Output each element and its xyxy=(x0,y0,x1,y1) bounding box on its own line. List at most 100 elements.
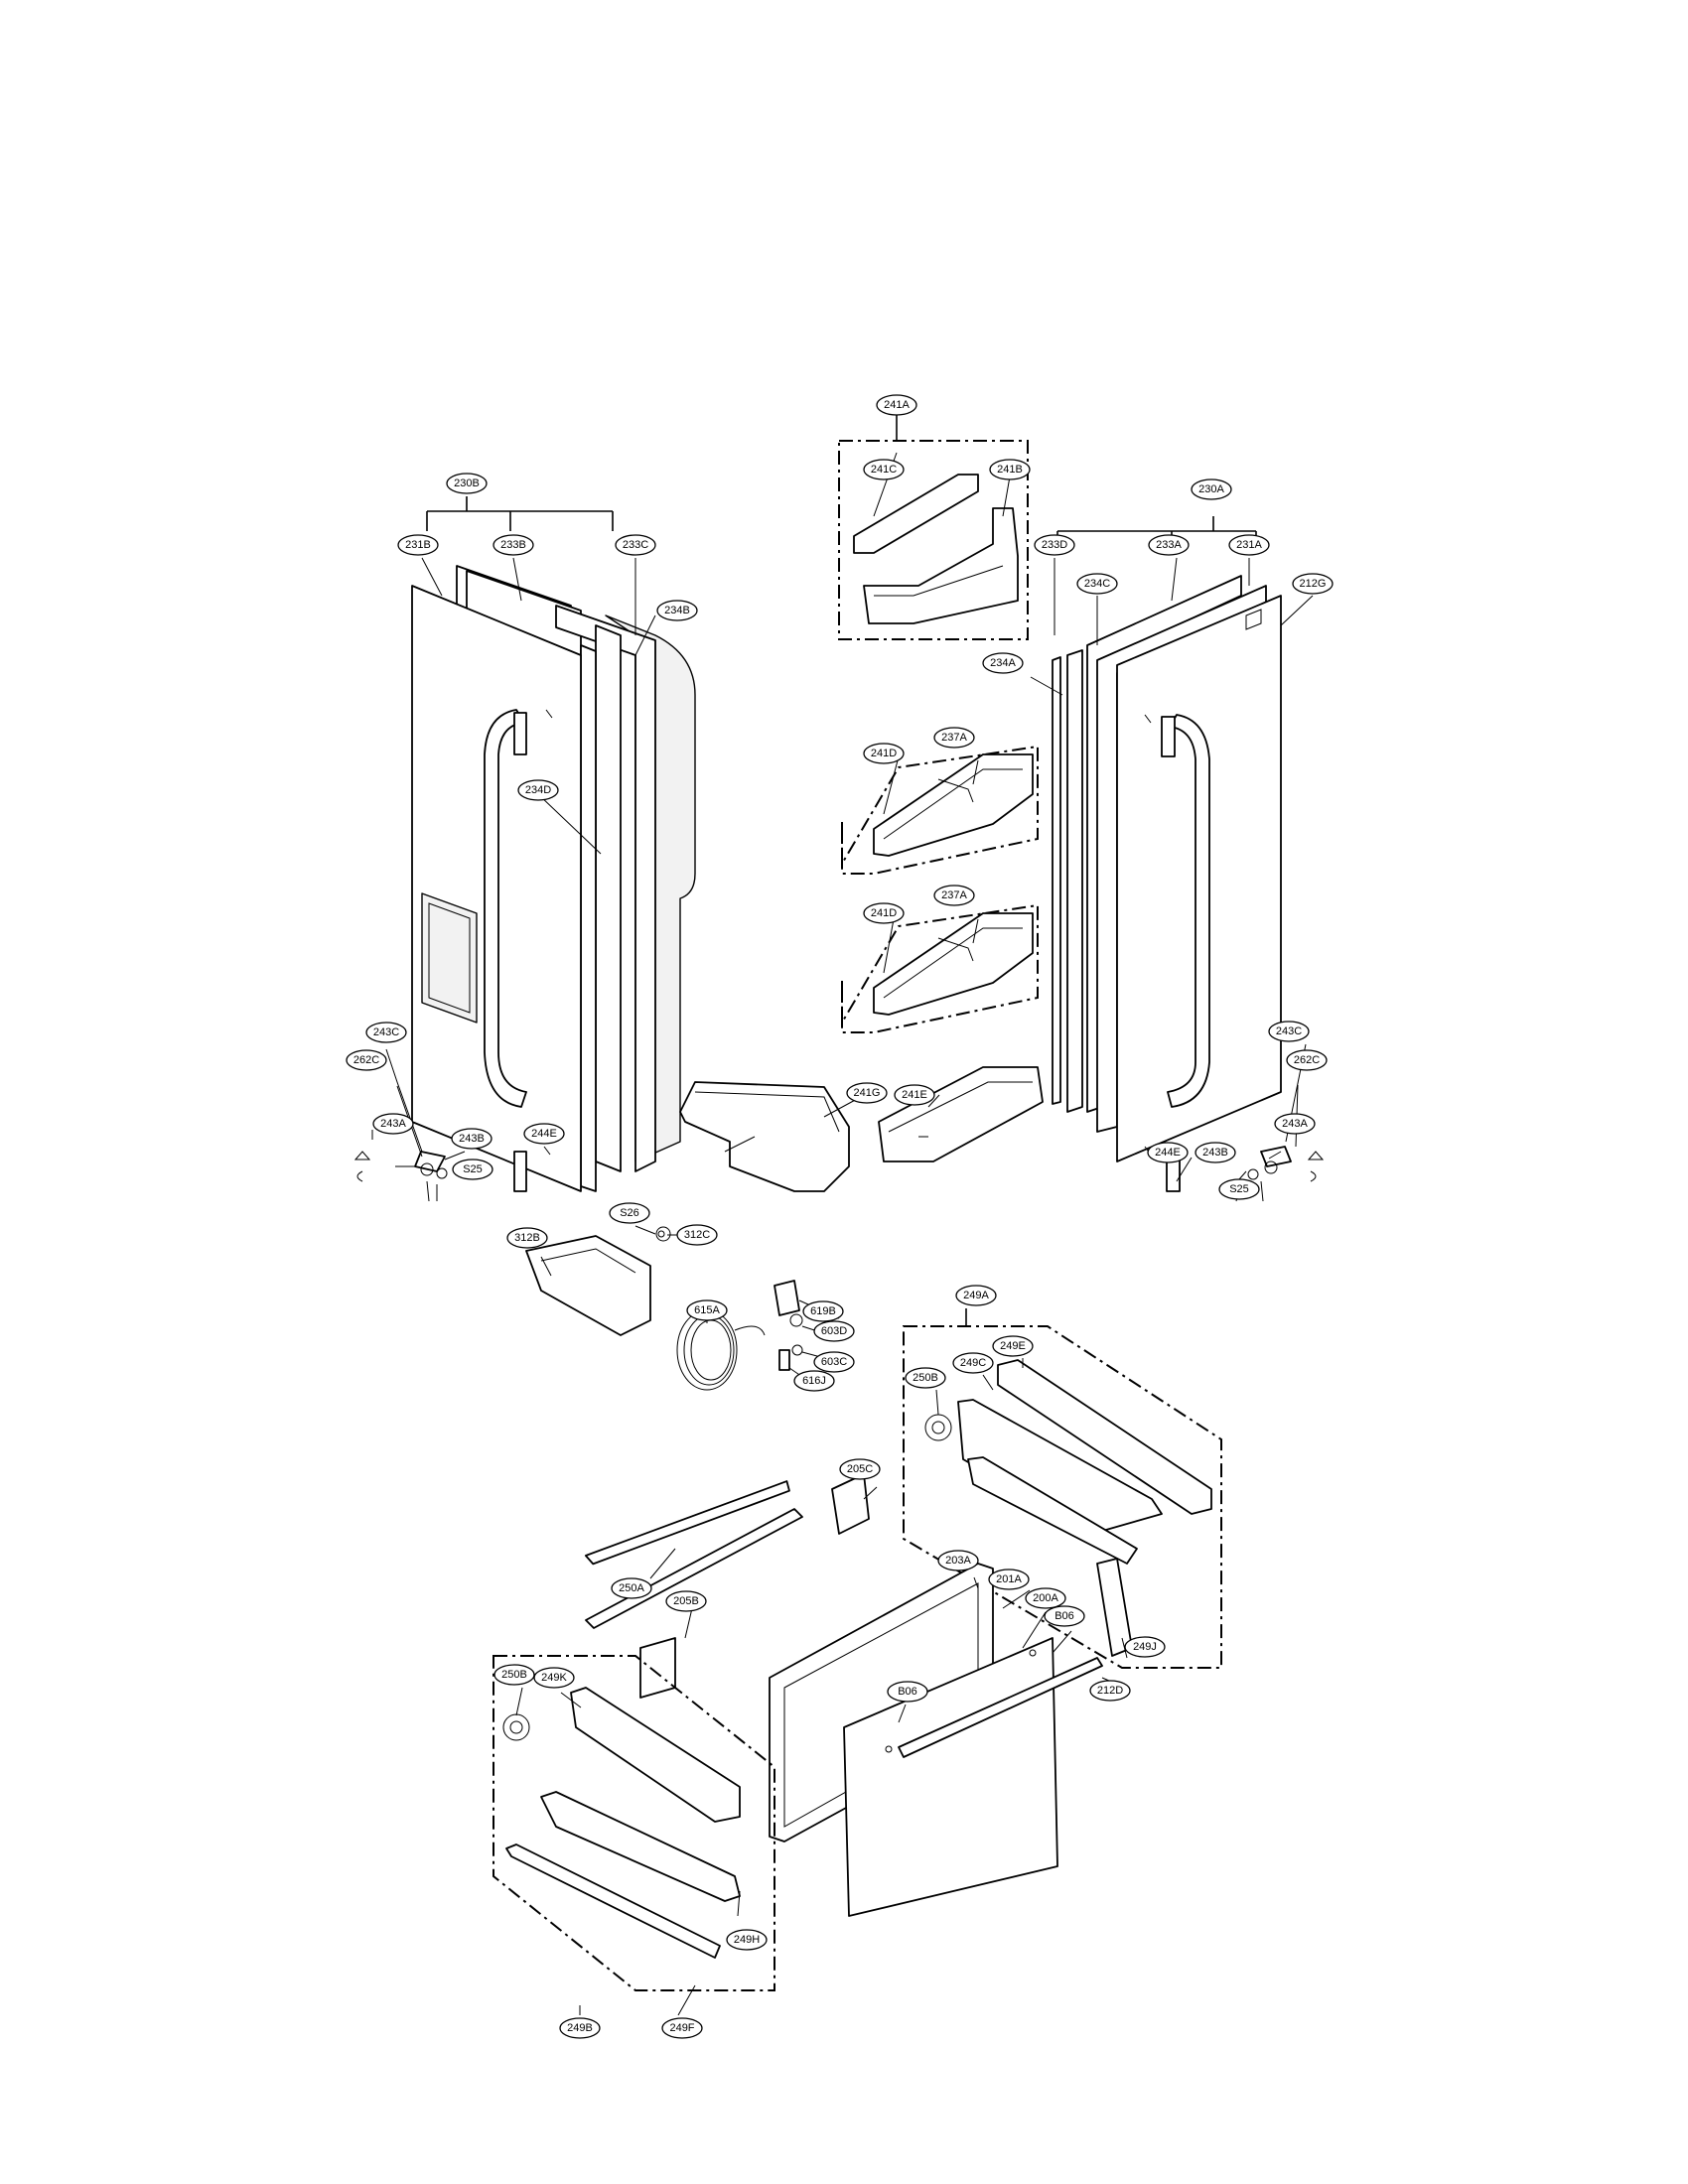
callout-text: 241E xyxy=(902,1089,927,1101)
callout-250b: 250B xyxy=(905,1367,946,1389)
callout-oval xyxy=(506,1227,548,1249)
callout-oval xyxy=(955,1285,997,1306)
callout-201a: 201A xyxy=(988,1569,1030,1590)
callout-603c: 603C xyxy=(813,1351,855,1373)
callout-603d: 603D xyxy=(813,1320,855,1342)
callout-text: 231A xyxy=(1236,539,1262,551)
callout-243c: 243C xyxy=(365,1022,407,1043)
callout-oval xyxy=(656,600,698,621)
callout-text: 244E xyxy=(531,1128,557,1140)
callout-text: 619B xyxy=(810,1305,836,1317)
callout-text: 237A xyxy=(941,889,967,901)
callout-text: 615A xyxy=(694,1304,720,1316)
callout-241c: 241C xyxy=(863,459,905,480)
callout-text: 241D xyxy=(871,907,897,919)
callout-243b: 243B xyxy=(451,1128,492,1150)
callout-text: 250A xyxy=(619,1582,644,1594)
callout-text: 234A xyxy=(990,657,1016,669)
callout-text: S25 xyxy=(463,1163,483,1175)
callout-262c: 262C xyxy=(1286,1049,1328,1071)
callout-text: 250B xyxy=(501,1669,527,1681)
callout-241a: 241A xyxy=(876,394,917,416)
callout-text: 249H xyxy=(734,1934,760,1946)
callout-237a: 237A xyxy=(933,727,975,749)
callout-oval xyxy=(1195,1142,1236,1163)
callout-text: 234C xyxy=(1084,578,1110,590)
callout-text: 243C xyxy=(1276,1025,1302,1037)
callout-oval xyxy=(1292,573,1334,595)
callout-oval xyxy=(802,1300,844,1322)
callout-oval xyxy=(1025,1587,1066,1609)
callout-s25: S25 xyxy=(452,1159,493,1180)
callout-text: 249E xyxy=(1000,1340,1026,1352)
callout-oval xyxy=(517,779,559,801)
callout-oval xyxy=(813,1320,855,1342)
callout-text: 243B xyxy=(1202,1147,1228,1159)
callout-text: 233A xyxy=(1156,539,1182,551)
callout-text: 603C xyxy=(821,1356,847,1368)
callout-text: 212D xyxy=(1097,1685,1123,1697)
callout-234b: 234B xyxy=(656,600,698,621)
callout-text: B06 xyxy=(1055,1610,1074,1622)
callout-oval xyxy=(887,1681,928,1703)
callout-oval xyxy=(686,1299,728,1321)
callout-241d: 241D xyxy=(863,743,905,764)
callout-oval xyxy=(894,1084,935,1106)
callout-oval xyxy=(905,1367,946,1389)
callout-text: 312B xyxy=(514,1232,540,1244)
callout-text: 243B xyxy=(459,1133,485,1145)
callout-249e: 249E xyxy=(992,1335,1034,1357)
callout-s26: S26 xyxy=(609,1202,650,1224)
callout-oval xyxy=(346,1049,387,1071)
callout-oval xyxy=(493,1664,535,1686)
bin-241e xyxy=(878,1066,1044,1162)
callout-oval xyxy=(793,1370,835,1392)
callout-234d: 234D xyxy=(517,779,559,801)
callout-oval xyxy=(446,473,488,494)
callout-oval xyxy=(1044,1605,1085,1627)
callout-250b: 250B xyxy=(493,1664,535,1686)
callout-oval xyxy=(365,1022,407,1043)
callout-text: B06 xyxy=(898,1686,917,1698)
callout-oval xyxy=(863,743,905,764)
callout-oval xyxy=(992,1335,1034,1357)
callout-oval xyxy=(397,534,439,556)
callout-text: 234D xyxy=(525,784,551,796)
callout-233d: 233D xyxy=(1034,534,1075,556)
callout-text: 249C xyxy=(960,1357,986,1369)
callout-text: 241A xyxy=(884,399,910,411)
right-door-assembly xyxy=(1052,516,1325,1202)
callout-text: 603D xyxy=(821,1325,847,1337)
callout-249c: 249C xyxy=(952,1352,994,1374)
callout-oval xyxy=(982,652,1024,674)
callout-oval xyxy=(1147,1142,1189,1163)
callout-oval xyxy=(676,1224,718,1246)
callout-text: 243A xyxy=(1282,1118,1308,1130)
callout-oval xyxy=(1124,1636,1166,1658)
callout-text: 203A xyxy=(945,1555,971,1567)
kit-249a xyxy=(903,1308,1222,1669)
callout-oval xyxy=(1076,573,1118,595)
callout-312b: 312B xyxy=(506,1227,548,1249)
freezer-drawer xyxy=(584,1473,1103,1917)
callout-text: 243A xyxy=(380,1118,406,1130)
callout-text: 230B xyxy=(454,478,480,489)
callout-text: 249B xyxy=(567,2022,593,2034)
callout-212g: 212G xyxy=(1292,573,1334,595)
callout-250a: 250A xyxy=(611,1577,652,1599)
callout-oval xyxy=(611,1577,652,1599)
callout-text: 241D xyxy=(871,748,897,759)
callout-text: 262C xyxy=(1294,1054,1320,1066)
callout-616j: 616J xyxy=(793,1370,835,1392)
callout-oval xyxy=(952,1352,994,1374)
callout-text: 616J xyxy=(802,1375,826,1387)
callout-oval xyxy=(863,902,905,924)
callout-oval xyxy=(1034,534,1075,556)
callout-249a: 249A xyxy=(955,1285,997,1306)
callout-oval xyxy=(1218,1178,1260,1200)
callout-text: 201A xyxy=(996,1573,1022,1585)
callout-241g: 241G xyxy=(846,1082,888,1104)
callout-oval xyxy=(1268,1021,1310,1042)
